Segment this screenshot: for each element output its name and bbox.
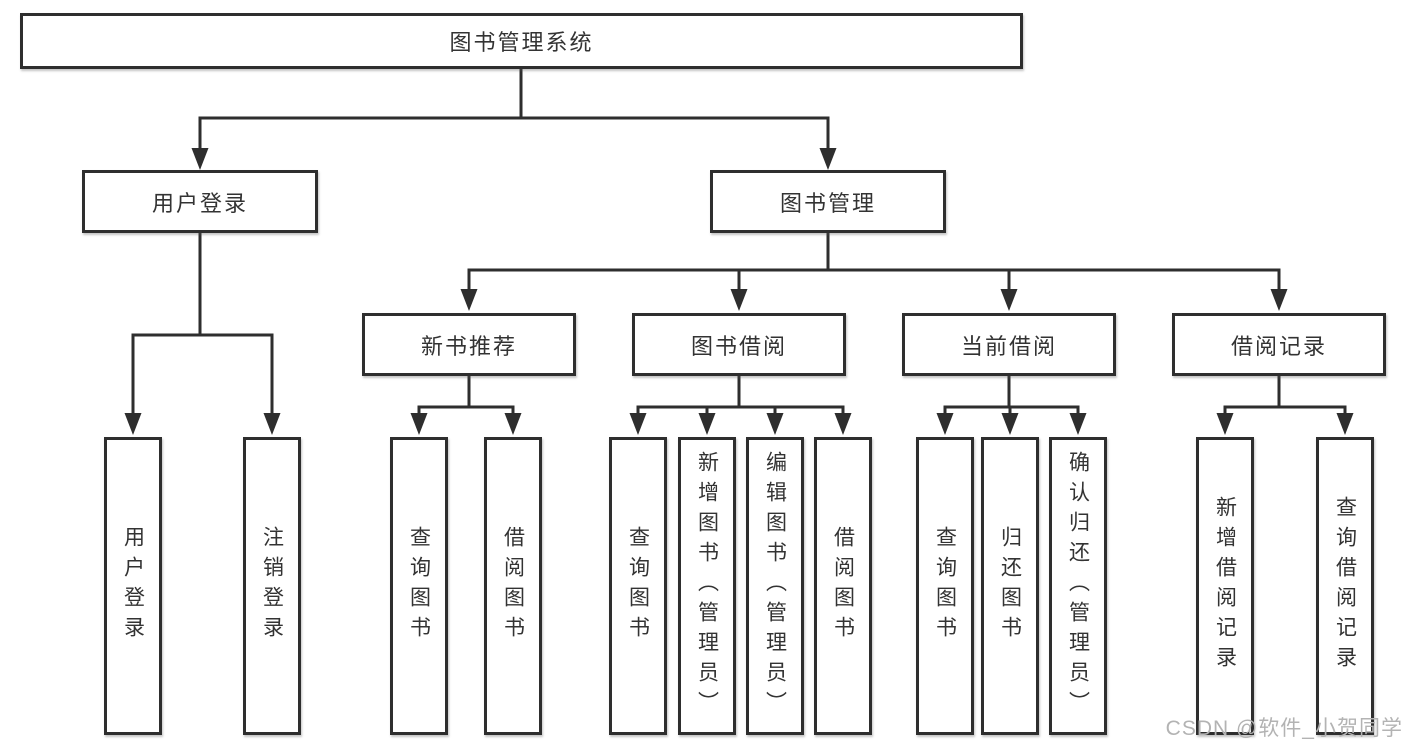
leaf-borrow-books: 借阅图书 (814, 437, 872, 735)
leaf-confirm-return-admin: 确认归还（管理员） (1049, 437, 1107, 735)
csdn-watermark: CSDN @软件_小贺同学 (1165, 717, 1403, 740)
node-new-book-recommend: 新书推荐 (362, 313, 576, 376)
arrowheads (124, 148, 1354, 435)
leaf-add-borrow-record: 新增借阅记录 (1196, 437, 1254, 735)
leaf-user-login: 用户登录 (104, 437, 162, 735)
node-borrow-records: 借阅记录 (1172, 313, 1386, 376)
leaf-query-books-current: 查询图书 (916, 437, 974, 735)
leaf-logout: 注销登录 (243, 437, 301, 735)
leaf-add-books-admin: 新增图书（管理员） (678, 437, 736, 735)
leaf-return-books: 归还图书 (981, 437, 1039, 735)
node-current-borrow: 当前借阅 (902, 313, 1116, 376)
node-root: 图书管理系统 (20, 13, 1023, 69)
node-book-borrow: 图书借阅 (632, 313, 846, 376)
leaf-borrow-books-recommend: 借阅图书 (484, 437, 542, 735)
leaf-query-borrow-record: 查询借阅记录 (1316, 437, 1374, 735)
leaf-query-books-borrow: 查询图书 (609, 437, 667, 735)
node-book-management: 图书管理 (710, 170, 946, 233)
leaf-query-books-recommend: 查询图书 (390, 437, 448, 735)
leaf-edit-books-admin: 编辑图书（管理员） (746, 437, 804, 735)
node-user-login: 用户登录 (82, 170, 318, 233)
